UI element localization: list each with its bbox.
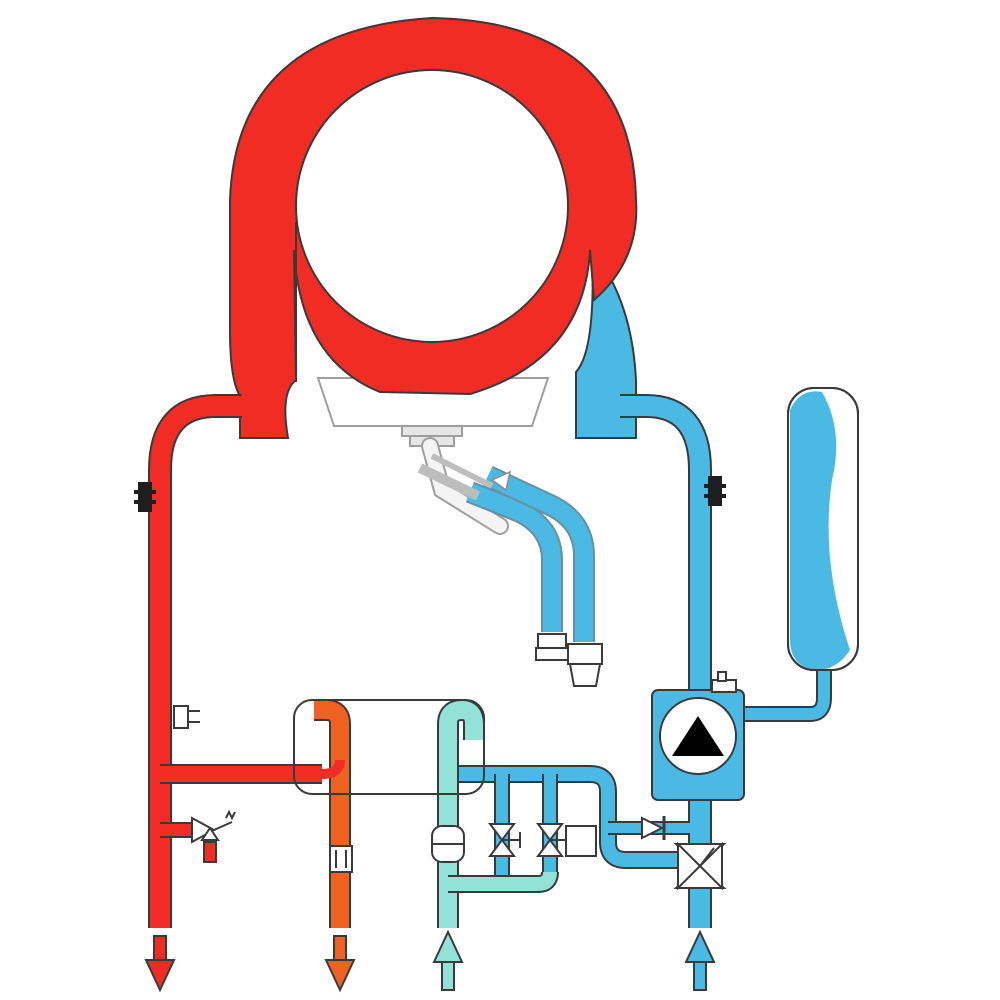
primary-heat-exchanger xyxy=(229,16,638,439)
dhw-outlet xyxy=(324,935,356,993)
arrow-up-icon xyxy=(684,929,716,963)
pressure-sensor xyxy=(173,705,200,729)
cold-water-inlet xyxy=(432,929,464,991)
cold-water-pipe xyxy=(437,698,559,928)
filling-valves xyxy=(488,823,597,857)
heating-flow-pipe xyxy=(148,394,322,928)
non-return-valve xyxy=(641,816,666,840)
plate-heat-exchanger xyxy=(293,699,485,795)
gas-supply-pipes xyxy=(417,437,603,687)
pump-triangle-icon xyxy=(672,716,724,756)
temperature-sensors xyxy=(134,476,726,512)
heating-flow-outlet xyxy=(144,935,176,993)
return-temperature-sensor-icon xyxy=(708,476,722,506)
flow-temperature-sensor-icon xyxy=(138,482,152,512)
arrow-up-icon xyxy=(432,929,464,963)
expansion-vessel xyxy=(787,387,859,671)
pressure-relief-valve xyxy=(191,809,236,863)
flow-switch xyxy=(431,825,465,863)
three-way-diverter-valve xyxy=(673,841,727,891)
dhw-sensor xyxy=(329,845,353,873)
arrow-down-icon xyxy=(324,959,356,993)
dhw-hot-pipe xyxy=(314,699,351,928)
heating-return-inlet xyxy=(684,929,716,991)
arrow-down-icon xyxy=(144,959,176,993)
circulation-pump xyxy=(651,671,745,801)
